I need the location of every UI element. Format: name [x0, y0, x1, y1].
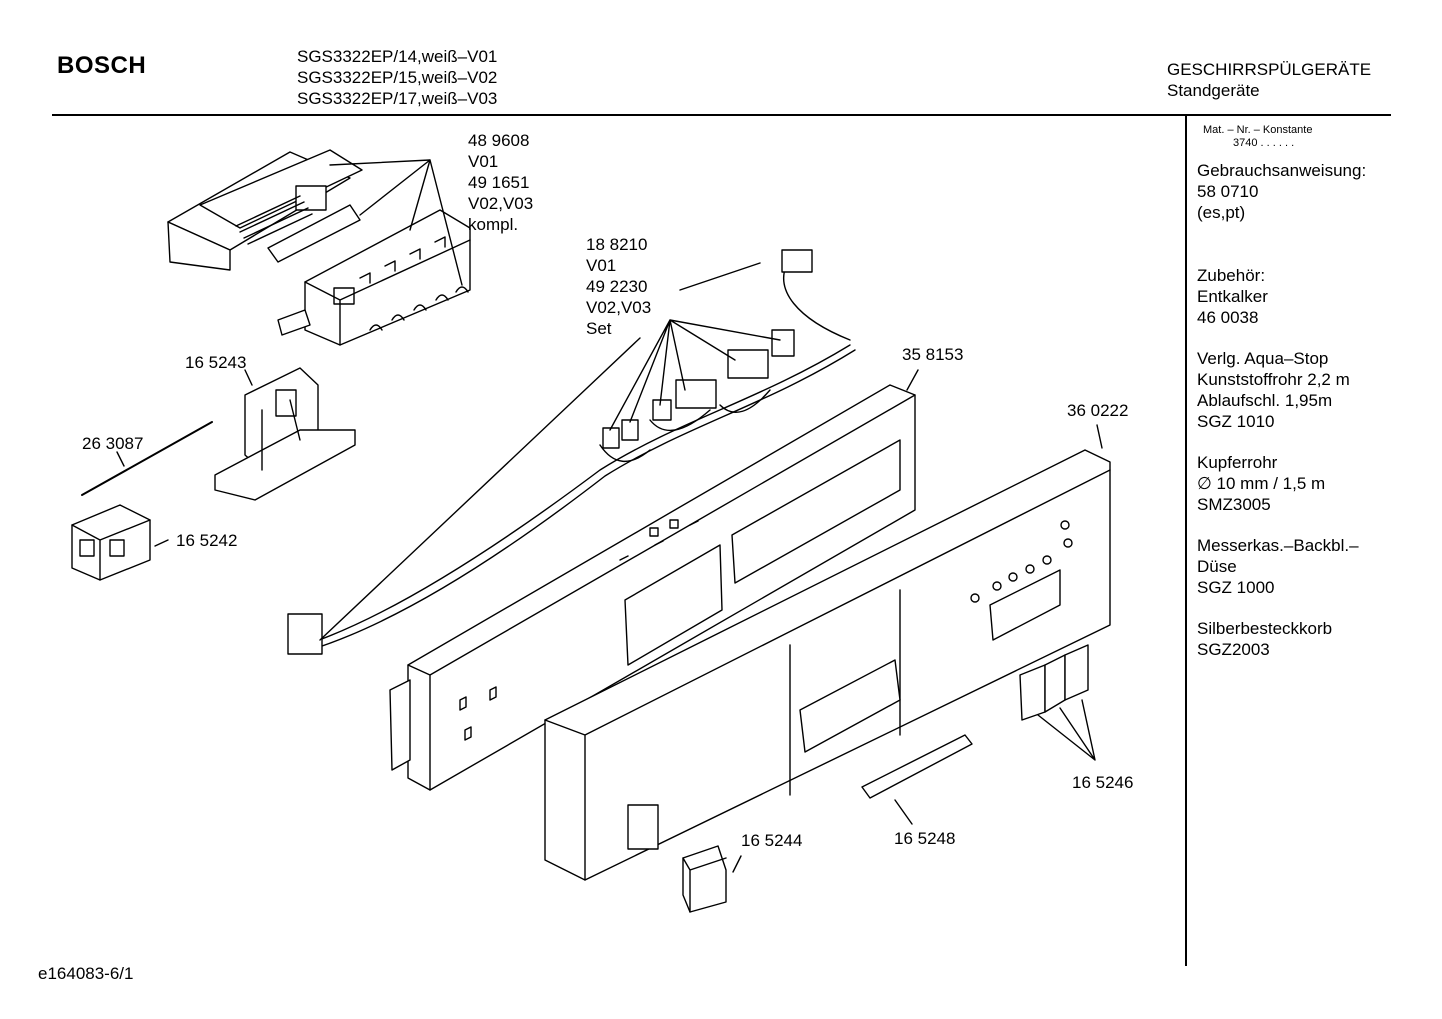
inner-panel-drawing [389, 384, 916, 791]
category-subtitle: Standgeräte [1167, 81, 1260, 100]
knob-drawing [682, 845, 727, 913]
model-line: SGS3322EP/14,weiß–V01 [297, 47, 498, 66]
leader-line [906, 369, 919, 391]
part-label-489608: 48 9608 V01 49 1651 V02,V03 kompl. [468, 130, 533, 235]
sidebar-block-silverware: Silberbesteckkorb SGZ2003 [1197, 618, 1387, 660]
sidebar-line: ∅ 10 mm / 1,5 m [1197, 474, 1326, 493]
header-divider [52, 114, 1391, 116]
sidebar-line: Entkalker [1197, 287, 1268, 306]
sidebar-block-aquastop: Verlg. Aqua–Stop Kunststoffrohr 2,2 m Ab… [1197, 348, 1387, 432]
control-module-drawing [167, 149, 471, 346]
sidebar-line: Silberbesteckkorb [1197, 619, 1333, 638]
part-label-165246: 16 5246 [1072, 773, 1134, 792]
part-number: 49 1651 [468, 173, 530, 192]
part-label-165244: 16 5244 [741, 831, 803, 850]
part-variant: V02,V03 [468, 194, 534, 213]
part-variant: V01 [586, 256, 617, 275]
part-label-188210: 18 8210 V01 49 2230 V02,V03 Set [586, 234, 651, 339]
part-label-263087: 26 3087 [82, 434, 144, 453]
part-label-165248: 16 5248 [894, 829, 956, 848]
sidebar-line: Düse [1197, 557, 1237, 576]
leader-line [894, 799, 913, 825]
part-variant: V01 [468, 152, 499, 171]
mat-nr-header: Mat. – Nr. – Konstante [1203, 124, 1313, 136]
sidebar-line: Kupferrohr [1197, 453, 1278, 472]
sidebar-block-copper: Kupferrohr ∅ 10 mm / 1,5 m SMZ3005 [1197, 452, 1387, 515]
sidebar-line: Ablaufschl. 1,95m [1197, 391, 1333, 410]
leader-line [244, 369, 253, 386]
part-note: kompl. [468, 215, 519, 234]
leader-line [319, 262, 781, 641]
category-title: GESCHIRRSPÜLGERÄTE [1167, 60, 1372, 79]
strip-drawing [861, 734, 973, 799]
sidebar-line: SMZ3005 [1197, 495, 1271, 514]
sidebar-divider [1185, 116, 1187, 966]
model-line: SGS3322EP/15,weiß–V02 [297, 68, 498, 87]
switch-drawing [71, 504, 151, 581]
leader-line [732, 855, 742, 873]
leader-line [116, 451, 125, 467]
sidebar: Mat. – Nr. – Konstante 3740 . . . . . . … [1197, 124, 1387, 660]
leader-line [1096, 424, 1103, 449]
category-block: GESCHIRRSPÜLGERÄTE Standgeräte [1167, 59, 1371, 101]
sidebar-block-manual: Gebrauchsanweisung: 58 0710 (es,pt) [1197, 160, 1387, 223]
part-number: 48 9608 [468, 131, 530, 150]
sidebar-line: Gebrauchsanweisung: [1197, 161, 1367, 180]
sidebar-line: Kunststoffrohr 2,2 m [1197, 370, 1350, 389]
konstante-value: 3740 . . . . . . [1233, 137, 1295, 149]
part-number: 49 2230 [586, 277, 648, 296]
sidebar-line: SGZ 1010 [1197, 412, 1275, 431]
part-label-165243: 16 5243 [185, 353, 247, 372]
sidebar-line: Verlg. Aqua–Stop [1197, 349, 1329, 368]
model-list: SGS3322EP/14,weiß–V01 SGS3322EP/15,weiß–… [297, 46, 497, 109]
part-note: Set [586, 319, 612, 338]
drawing-code: e164083-6/1 [38, 964, 134, 983]
part-label-165242: 16 5242 [176, 531, 238, 550]
sidebar-block-accessories: Zubehör: Entkalker 46 0038 [1197, 265, 1387, 328]
buttons-drawing [1019, 644, 1089, 721]
brand-logo: BOSCH [57, 52, 147, 79]
part-label-360222: 36 0222 [1067, 401, 1129, 420]
sidebar-block-cutlery-nozzle: Messerkas.–Backbl.– Düse SGZ 1000 [1197, 535, 1387, 598]
cable-harness-drawing [287, 249, 856, 655]
leader-line [329, 159, 463, 286]
holder-drawing [214, 367, 356, 501]
part-variant: V02,V03 [586, 298, 652, 317]
sidebar-line: 46 0038 [1197, 308, 1259, 327]
part-label-358153: 35 8153 [902, 345, 964, 364]
sidebar-line: (es,pt) [1197, 203, 1246, 222]
front-panel-drawing [544, 449, 1111, 881]
sidebar-line: 58 0710 [1197, 182, 1259, 201]
sidebar-line: Messerkas.–Backbl.– [1197, 536, 1359, 555]
model-line: SGS3322EP/17,weiß–V03 [297, 89, 498, 108]
pin-drawing [81, 421, 213, 496]
sidebar-line: SGZ2003 [1197, 640, 1270, 659]
leader-line [154, 539, 169, 547]
sidebar-line: Zubehör: [1197, 266, 1266, 285]
sidebar-line: SGZ 1000 [1197, 578, 1275, 597]
part-number: 18 8210 [586, 235, 648, 254]
leader-line [1037, 699, 1096, 761]
